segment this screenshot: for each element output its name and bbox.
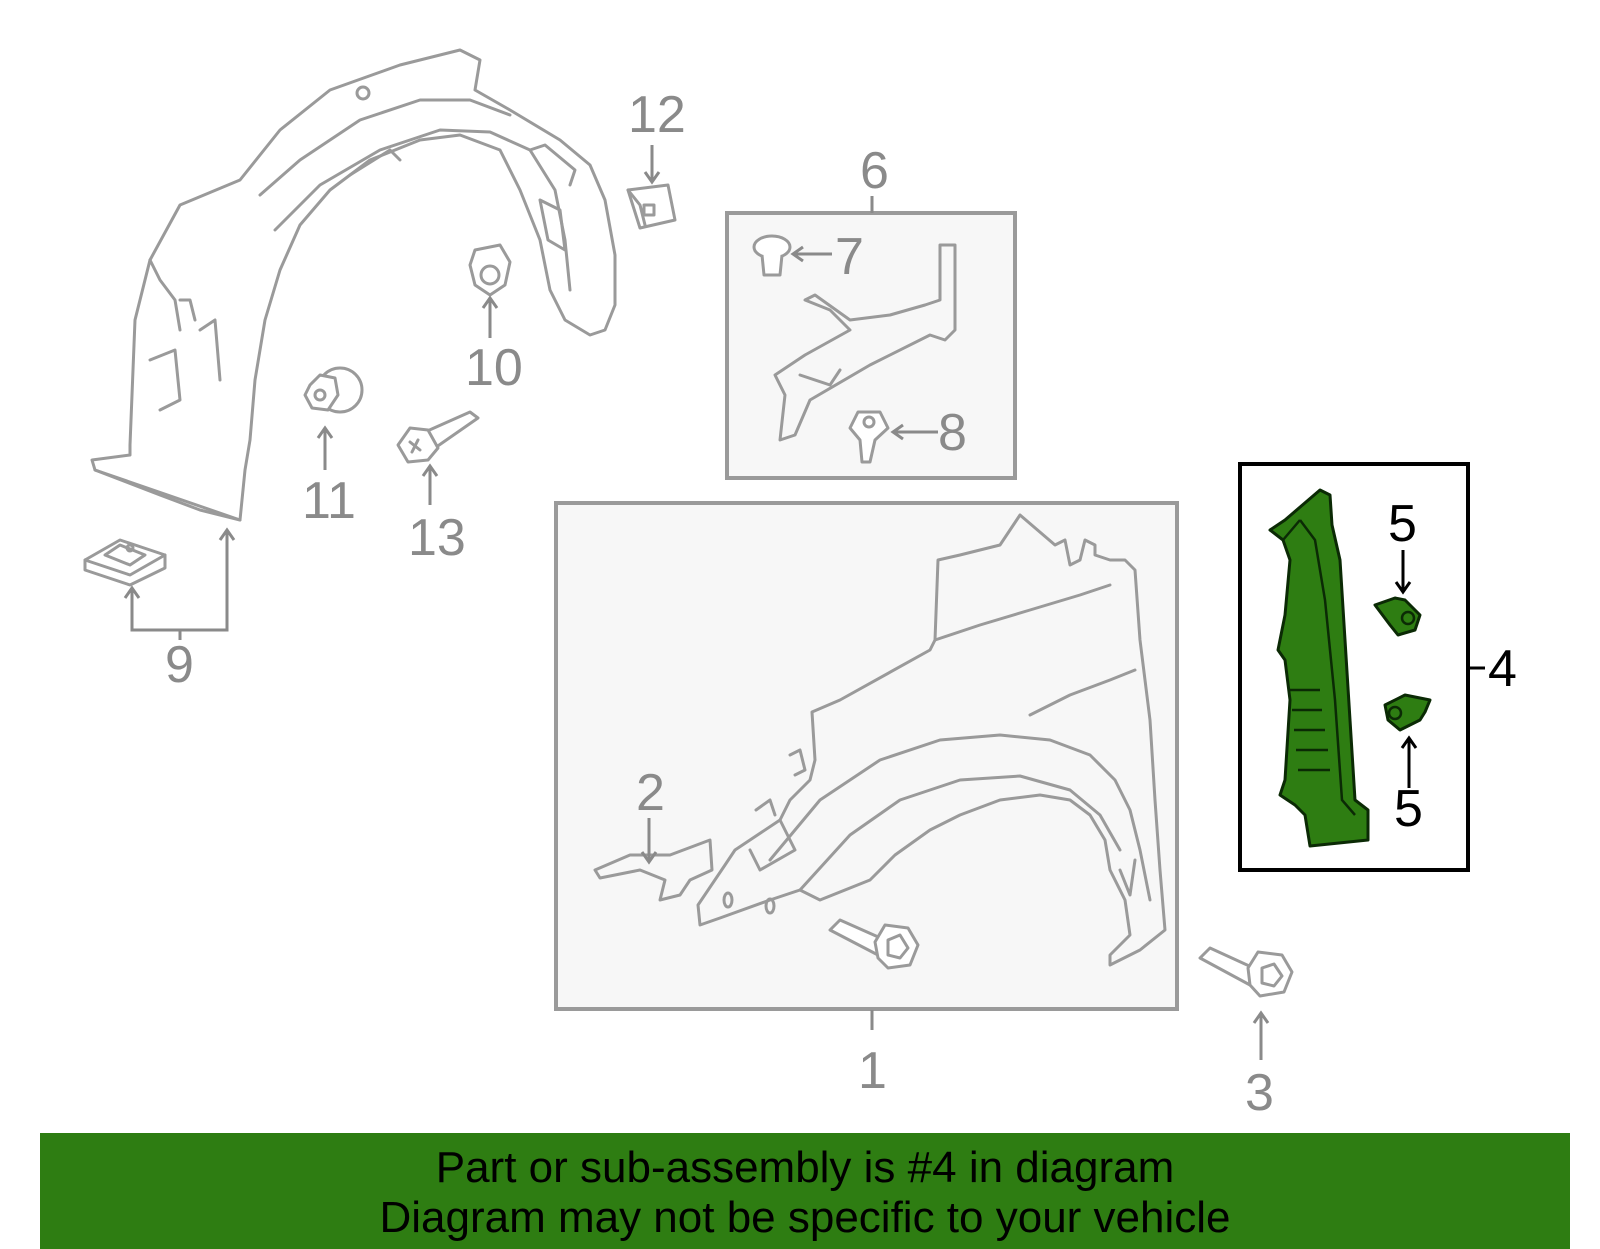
callout-11: 11 (302, 472, 356, 530)
banner-line-2: Diagram may not be specific to your vehi… (379, 1193, 1231, 1242)
fender-liner-part[interactable] (90, 48, 617, 522)
fender-part-1[interactable] (696, 513, 1167, 967)
nut-part-10[interactable] (468, 243, 512, 297)
callout-9: 9 (165, 636, 194, 694)
banner-line-1: Part or sub-assembly is #4 in diagram (435, 1143, 1175, 1192)
bracket-part-2[interactable] (593, 838, 714, 902)
callout-3: 3 (1245, 1064, 1274, 1122)
callout-5-top: 5 (1388, 495, 1417, 553)
leader-3 (1252, 1010, 1270, 1060)
callout-8: 8 (938, 404, 967, 462)
callout-12: 12 (628, 86, 686, 144)
bolt-part-in-box-1[interactable] (828, 918, 920, 970)
leader-7 (790, 245, 832, 263)
callout-1: 1 (858, 1042, 887, 1100)
leader-2 (640, 818, 658, 865)
clip-part-8[interactable] (848, 410, 890, 464)
leader-9 (123, 527, 236, 640)
info-banner: Part or sub-assembly is #4 in diagram Di… (40, 1133, 1570, 1249)
leader-5-bottom (1400, 735, 1418, 788)
callout-5-bottom: 5 (1394, 780, 1423, 838)
highlighted-part-4[interactable] (1268, 488, 1370, 848)
callout-4: 4 (1488, 640, 1517, 698)
leader-8 (890, 423, 938, 441)
callout-2: 2 (636, 764, 665, 822)
clip-part-12[interactable] (626, 183, 677, 230)
clip-part-7[interactable] (752, 234, 792, 277)
clip-part-5-bottom[interactable] (1383, 693, 1432, 732)
leader-5-top (1394, 550, 1412, 595)
callout-6: 6 (860, 142, 889, 200)
nut-part-11[interactable] (303, 366, 364, 414)
leader-12 (643, 145, 661, 185)
leader-11 (316, 425, 334, 470)
clip-part-5-top[interactable] (1373, 596, 1422, 637)
bolt-part-3[interactable] (1198, 946, 1294, 998)
callout-13: 13 (408, 509, 466, 567)
clip-part-9[interactable] (83, 538, 167, 587)
callout-7: 7 (835, 228, 864, 286)
bracket-part-6[interactable] (773, 243, 957, 442)
callout-10: 10 (465, 339, 523, 397)
leader-10 (481, 295, 499, 338)
leader-13 (421, 463, 439, 505)
screw-part-13[interactable] (396, 410, 480, 464)
box-group-1 (554, 501, 1179, 1011)
